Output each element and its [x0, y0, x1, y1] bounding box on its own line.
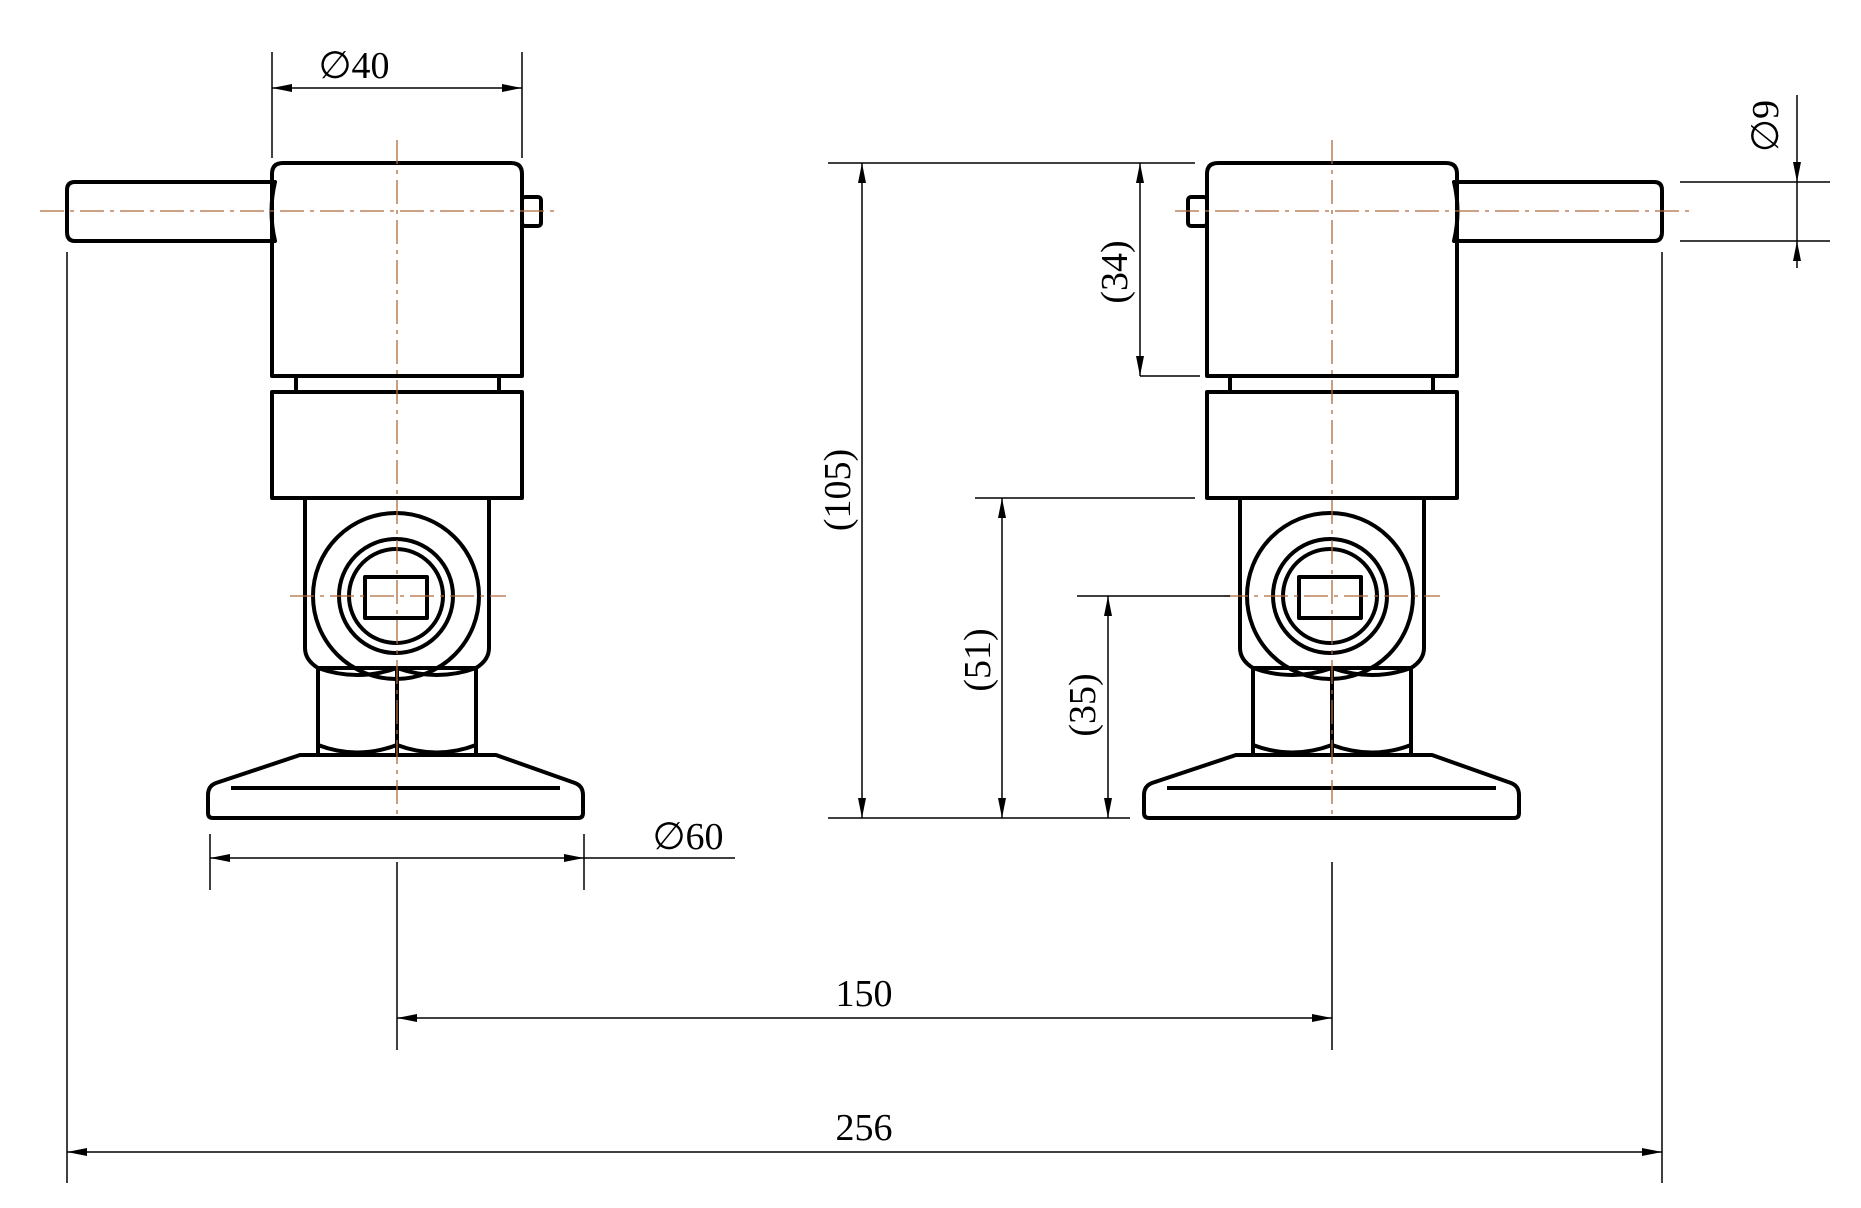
center-lines	[40, 140, 1690, 820]
left-handle-body	[270, 161, 524, 378]
dim-outlet-height: (51)	[957, 628, 999, 691]
dim-lever-diameter: ∅9	[1745, 100, 1787, 152]
dim-base-diameter: ∅60	[652, 816, 723, 858]
dim-overall-height: (105)	[817, 449, 859, 531]
right-base	[1142, 753, 1521, 820]
dim-inlet-height: (35)	[1062, 673, 1104, 736]
dim-overall-width: 256	[836, 1107, 893, 1149]
right-outlet-ring-mid	[1271, 537, 1389, 655]
left-base	[206, 753, 585, 820]
dimension-lines	[66, 52, 1830, 1183]
right-outlet-square	[1297, 575, 1363, 620]
right-handle-body	[1205, 161, 1459, 378]
dimension-labels: ∅40 ∅60 ∅9 (105) (34) (51) (35) 150 256	[318, 45, 1787, 1149]
dim-width-top: ∅40	[318, 45, 389, 87]
left-outlet-square	[363, 575, 429, 620]
right-valve	[1142, 161, 1664, 820]
left-outlet-ring-mid	[337, 537, 455, 655]
dim-handle-height: (34)	[1094, 240, 1136, 303]
dim-center-distance: 150	[836, 973, 893, 1015]
left-valve	[65, 161, 585, 820]
